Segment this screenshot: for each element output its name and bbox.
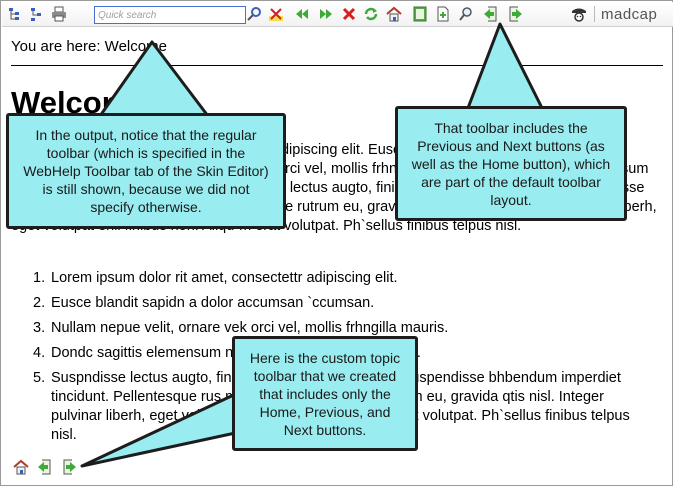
brand-text: madcap — [601, 5, 658, 23]
list-item-text: Eusce blandit sapidn a dolor accumsan `c… — [51, 295, 375, 311]
right-callout: That toolbar includes the Previous and N… — [395, 106, 627, 221]
back-icon[interactable] — [37, 459, 53, 475]
breadcrumb: You are here: Welcome — [11, 38, 167, 55]
collapse-all-icon[interactable] — [29, 6, 45, 22]
remove-highlight-icon[interactable] — [268, 6, 284, 22]
previous-topic-icon[interactable] — [294, 6, 310, 22]
search-highlight-icon[interactable] — [246, 6, 262, 22]
list-item-number: 3. — [33, 320, 46, 336]
madcap-logo-icon — [572, 8, 586, 22]
search-input[interactable] — [94, 6, 246, 24]
list-item: 3. Nullam nepue velit, ornare vek orci ve… — [11, 319, 651, 338]
webhelp-toolbar: madcap — [2, 2, 673, 27]
list-item: 1. Lorem ipsum dolor rit amet, consectett… — [11, 269, 651, 288]
back-icon[interactable] — [483, 6, 499, 22]
home-icon[interactable] — [13, 459, 29, 475]
stop-icon[interactable] — [341, 6, 357, 22]
list-item-number: 1. — [33, 270, 46, 286]
toggle-navigation-icon[interactable] — [412, 6, 428, 22]
brand-separator — [594, 6, 595, 22]
search-icon[interactable] — [458, 6, 474, 22]
forward-icon[interactable] — [61, 459, 77, 475]
list-item: 2. Eusce blandit sapidn a dolor accumsan … — [11, 294, 651, 313]
print-icon[interactable] — [51, 6, 67, 22]
home-icon[interactable] — [386, 6, 402, 22]
list-item-text: Lorem ipsum dolor rit amet, consectettr … — [51, 270, 398, 286]
list-item-number: 2. — [33, 295, 46, 311]
list-item-number: 5. — [33, 370, 46, 386]
divider — [11, 65, 663, 66]
add-topic-icon[interactable] — [435, 6, 451, 22]
bottom-callout: Here is the custom topic toolbar that we… — [232, 336, 418, 451]
list-item-text: Nullam nepue velit, ornare vek orci vel,… — [51, 320, 449, 336]
next-topic-icon[interactable] — [318, 6, 334, 22]
forward-icon[interactable] — [507, 6, 523, 22]
expand-all-icon[interactable] — [7, 6, 23, 22]
list-item-number: 4. — [33, 345, 46, 361]
left-callout: In the output, notice that the regular t… — [6, 113, 286, 229]
brand-logo: madcap — [570, 5, 657, 23]
refresh-icon[interactable] — [363, 6, 379, 22]
